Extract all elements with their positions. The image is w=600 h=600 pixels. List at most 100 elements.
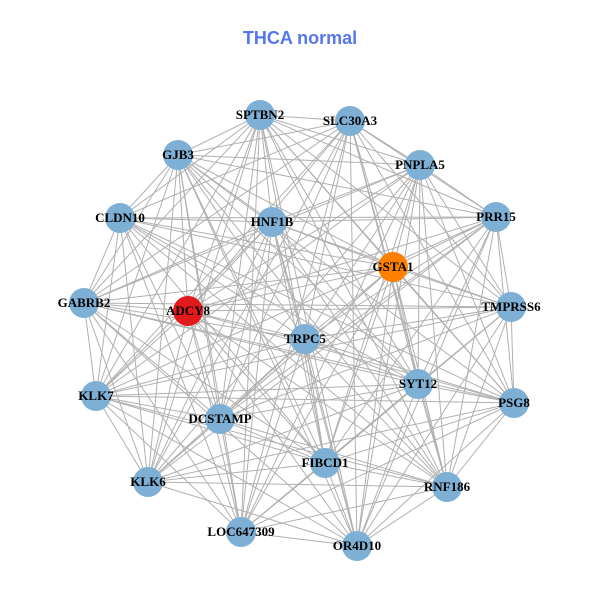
node-circle[interactable] (335, 106, 365, 136)
node-psg8[interactable]: PSG8 (498, 388, 530, 418)
edge (259, 114, 421, 166)
node-or4d10[interactable]: OR4D10 (333, 531, 381, 561)
node-circle[interactable] (481, 202, 511, 232)
edge (271, 216, 497, 223)
edge (324, 164, 421, 464)
node-label: DCSTAMP (188, 411, 251, 426)
edge (95, 154, 179, 397)
edge (356, 164, 421, 547)
node-label: KLK6 (130, 474, 166, 489)
edge (147, 481, 448, 488)
node-circle[interactable] (245, 100, 275, 130)
node-label: PRR15 (476, 209, 516, 224)
edge (83, 154, 179, 304)
node-pnpla5[interactable]: PNPLA5 (395, 150, 445, 180)
edge (147, 462, 326, 483)
edge (187, 310, 358, 547)
node-circle[interactable] (403, 369, 433, 399)
node-label: CLDN10 (95, 210, 145, 225)
edge (119, 217, 242, 533)
node-label: TMPRSS6 (481, 299, 541, 314)
edge (83, 302, 419, 385)
edge (187, 266, 394, 312)
edge (417, 383, 515, 404)
edge (446, 402, 515, 488)
node-circle[interactable] (133, 467, 163, 497)
edge (147, 481, 358, 547)
node-circle[interactable] (290, 324, 320, 354)
node-circle[interactable] (163, 140, 193, 170)
edge (83, 302, 97, 397)
node-label: GJB3 (162, 147, 194, 162)
edge (95, 395, 448, 488)
node-gsta1[interactable]: GSTA1 (373, 252, 414, 282)
edge (177, 120, 351, 156)
node-circle[interactable] (432, 472, 462, 502)
node-circle[interactable] (496, 292, 526, 322)
node-circle[interactable] (378, 252, 408, 282)
edge (349, 120, 394, 268)
edge (147, 418, 221, 483)
node-circle[interactable] (81, 381, 111, 411)
node-prr15[interactable]: PRR15 (476, 202, 516, 232)
node-circle[interactable] (405, 150, 435, 180)
node-circle[interactable] (173, 296, 203, 326)
edge (271, 221, 419, 385)
node-circle[interactable] (205, 404, 235, 434)
node-slc30a3[interactable]: SLC30A3 (323, 106, 378, 136)
edge (119, 120, 351, 219)
edge (83, 217, 121, 304)
edge (95, 383, 419, 397)
node-syt12[interactable]: SYT12 (399, 369, 437, 399)
node-circle[interactable] (226, 517, 256, 547)
node-circle[interactable] (499, 388, 529, 418)
edge (392, 216, 497, 268)
node-sptbn2[interactable]: SPTBN2 (236, 100, 284, 130)
edge (177, 154, 421, 166)
edge (95, 338, 306, 397)
edge (147, 402, 515, 483)
node-circle[interactable] (257, 207, 287, 237)
node-label: SLC30A3 (323, 113, 378, 128)
edge (177, 154, 189, 312)
node-trpc5[interactable]: TRPC5 (284, 324, 326, 354)
edge (177, 154, 515, 404)
node-klk7[interactable]: KLK7 (78, 381, 114, 411)
node-circle[interactable] (69, 288, 99, 318)
node-gjb3[interactable]: GJB3 (162, 140, 194, 170)
node-hnf1b[interactable]: HNF1B (251, 207, 294, 237)
node-loc647309[interactable]: LOC647309 (207, 517, 275, 547)
node-tmprss6[interactable]: TMPRSS6 (481, 292, 541, 322)
edge (177, 154, 419, 385)
node-fibcd1[interactable]: FIBCD1 (302, 448, 349, 478)
node-rnf186[interactable]: RNF186 (424, 472, 471, 502)
edge (392, 266, 419, 385)
node-klk6[interactable]: KLK6 (130, 467, 166, 497)
node-circle[interactable] (105, 203, 135, 233)
edge (392, 164, 421, 268)
edge (83, 302, 221, 420)
edge (187, 310, 448, 488)
edge (147, 114, 261, 483)
edge (219, 221, 273, 420)
node-label: PNPLA5 (395, 157, 445, 172)
edge (119, 217, 512, 308)
node-circle[interactable] (310, 448, 340, 478)
node-label: SPTBN2 (236, 107, 284, 122)
edge (83, 302, 512, 308)
node-adcy8[interactable]: ADCY8 (166, 296, 211, 326)
edge (95, 120, 351, 397)
edge (356, 306, 512, 547)
edge (304, 120, 351, 340)
edge (83, 266, 394, 304)
node-gabrb2[interactable]: GABRB2 (58, 288, 111, 318)
node-cldn10[interactable]: CLDN10 (95, 203, 145, 233)
edge (349, 120, 515, 404)
node-label: KLK7 (78, 388, 114, 403)
edge (259, 114, 273, 223)
node-dcstamp[interactable]: DCSTAMP (188, 404, 252, 434)
edge (177, 154, 497, 218)
node-circle[interactable] (342, 531, 372, 561)
